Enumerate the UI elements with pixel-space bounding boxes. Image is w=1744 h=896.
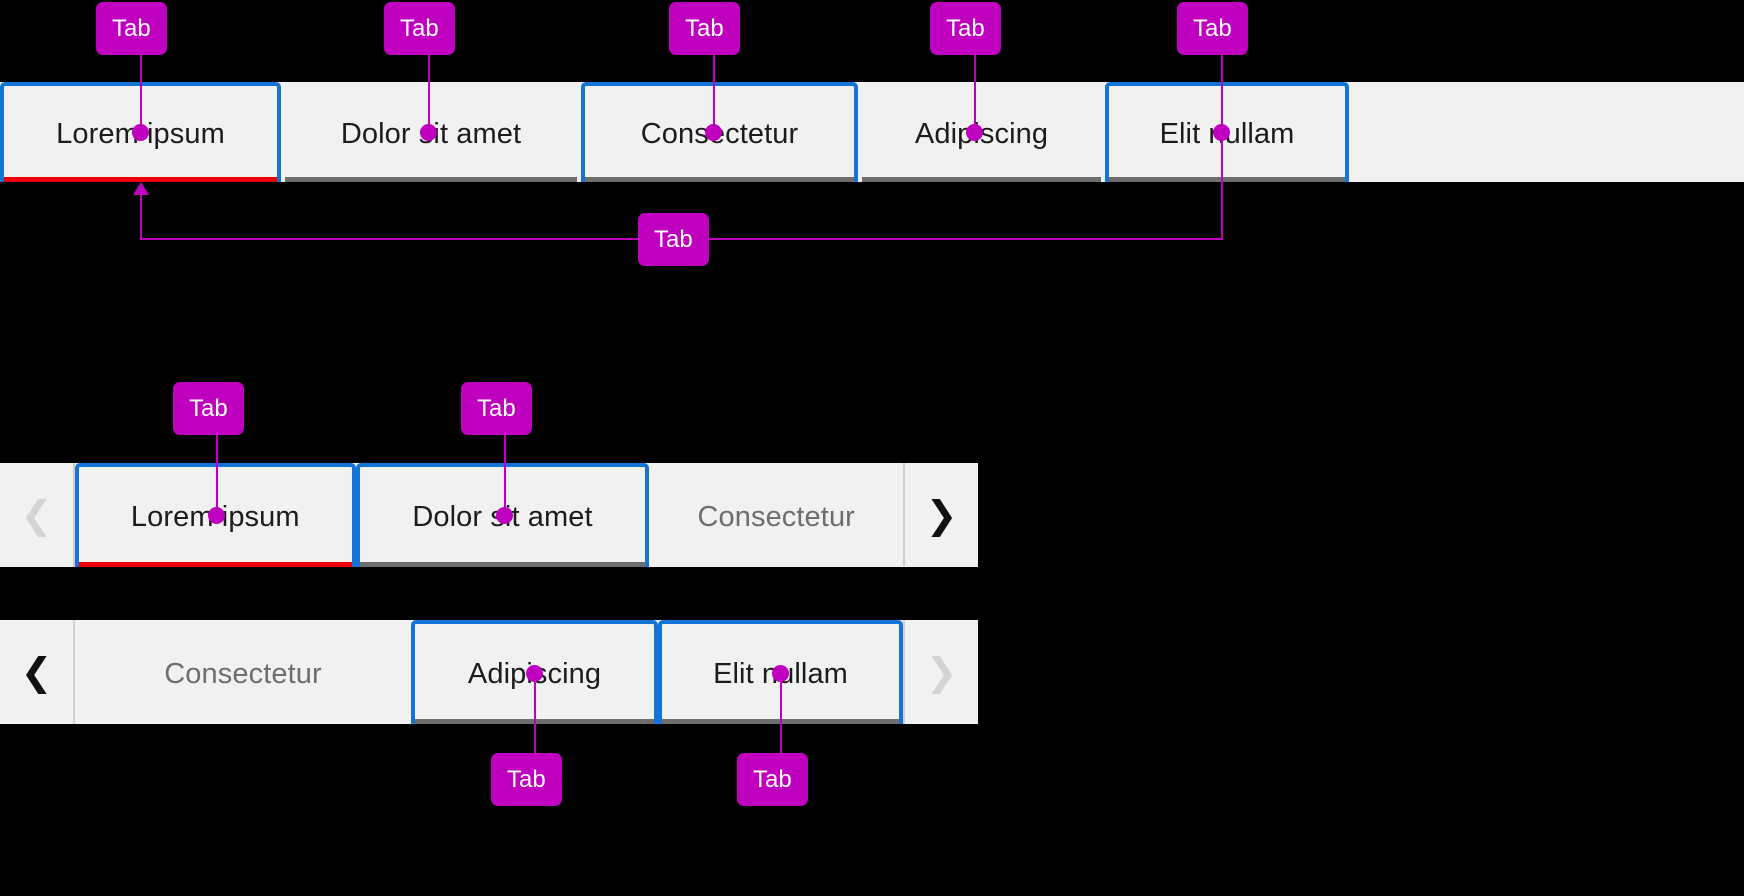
scroll-next-button[interactable]: ❯	[903, 620, 978, 724]
annotation-badge-tab-10: Tab	[737, 753, 808, 806]
annotation-target-dot	[705, 124, 722, 141]
chevron-right-icon: ❯	[925, 650, 958, 694]
annotation-label: Tab	[112, 14, 151, 42]
annotation-leader-line	[216, 435, 218, 515]
tab-active-indicator	[4, 177, 277, 182]
chevron-left-icon: ❮	[20, 493, 53, 537]
annotation-leader-line	[1221, 55, 1223, 133]
scroll-next-button[interactable]: ❯	[903, 463, 978, 567]
annotation-target-dot	[1213, 124, 1230, 141]
tab-indicator	[1109, 177, 1345, 182]
annotation-target-dot	[772, 665, 789, 682]
annotation-badge-tab-6: Tab	[638, 213, 709, 266]
annotation-badge-tab-5: Tab	[1177, 2, 1248, 55]
annotation-badge-tab-2: Tab	[384, 2, 455, 55]
scrollable-tabstrip-page-2: ❮ Consectetur Adipiscing Elit nullam ❯	[0, 620, 978, 724]
tab-active-indicator	[78, 562, 352, 567]
tab-indicator	[359, 562, 646, 567]
annotation-arrowhead-up	[133, 182, 149, 195]
tab-indicator	[79, 719, 407, 724]
annotation-leader-line	[140, 55, 142, 133]
tab-dolor-sit-amet[interactable]: Dolor sit amet	[281, 82, 581, 182]
empty-indicator	[1349, 177, 1744, 182]
annotation-leader-line	[428, 55, 430, 133]
annotation-badge-tab-8: Tab	[461, 382, 532, 435]
annotation-label: Tab	[400, 14, 439, 42]
annotation-label: Tab	[507, 765, 546, 793]
tab-indicator	[285, 177, 577, 182]
annotation-label: Tab	[946, 14, 985, 42]
tab-consectetur[interactable]: Consectetur	[75, 620, 411, 724]
annotation-target-dot	[966, 124, 983, 141]
annotation-label: Tab	[189, 394, 228, 422]
annotation-target-dot	[420, 124, 437, 141]
annotation-leader-line	[780, 673, 782, 753]
chevron-left-icon: ❮	[20, 650, 53, 694]
annotation-leader-line	[713, 55, 715, 133]
annotation-target-dot	[208, 507, 225, 524]
annotation-badge-tab-3: Tab	[669, 2, 740, 55]
annotation-badge-tab-9: Tab	[491, 753, 562, 806]
annotation-wrap-line-left	[140, 192, 142, 239]
annotation-leader-line	[534, 673, 536, 753]
tab-label: Consectetur	[697, 500, 855, 533]
tab-indicator	[585, 177, 854, 182]
scrollable-tabstrip-page-1: ❮ Lorem ipsum Dolor sit amet Consectetur…	[0, 463, 978, 567]
tab-consectetur[interactable]: Consectetur	[649, 463, 904, 567]
annotation-target-dot	[132, 124, 149, 141]
annotation-leader-line	[504, 435, 506, 515]
scroll-prev-button[interactable]: ❮	[0, 620, 75, 724]
annotation-badge-tab-1: Tab	[96, 2, 167, 55]
annotation-target-dot	[526, 665, 543, 682]
annotation-wrap-line-right	[1221, 133, 1223, 239]
annotation-label: Tab	[654, 225, 693, 253]
annotation-badge-tab-7: Tab	[173, 382, 244, 435]
scroll-prev-button[interactable]: ❮	[0, 463, 75, 567]
chevron-right-icon: ❯	[925, 493, 958, 537]
tab-indicator	[862, 177, 1101, 182]
annotation-leader-line	[974, 55, 976, 133]
tab-indicator	[653, 562, 899, 567]
tabstrip-empty-space	[1349, 82, 1744, 182]
annotation-label: Tab	[685, 14, 724, 42]
annotation-label: Tab	[1193, 14, 1232, 42]
annotation-label: Tab	[753, 765, 792, 793]
annotation-target-dot	[496, 507, 513, 524]
tab-label: Consectetur	[164, 657, 322, 690]
annotation-badge-tab-4: Tab	[930, 2, 1001, 55]
annotation-label: Tab	[477, 394, 516, 422]
full-width-tabstrip: Lorem ipsum Dolor sit amet Consectetur A…	[0, 82, 1744, 182]
